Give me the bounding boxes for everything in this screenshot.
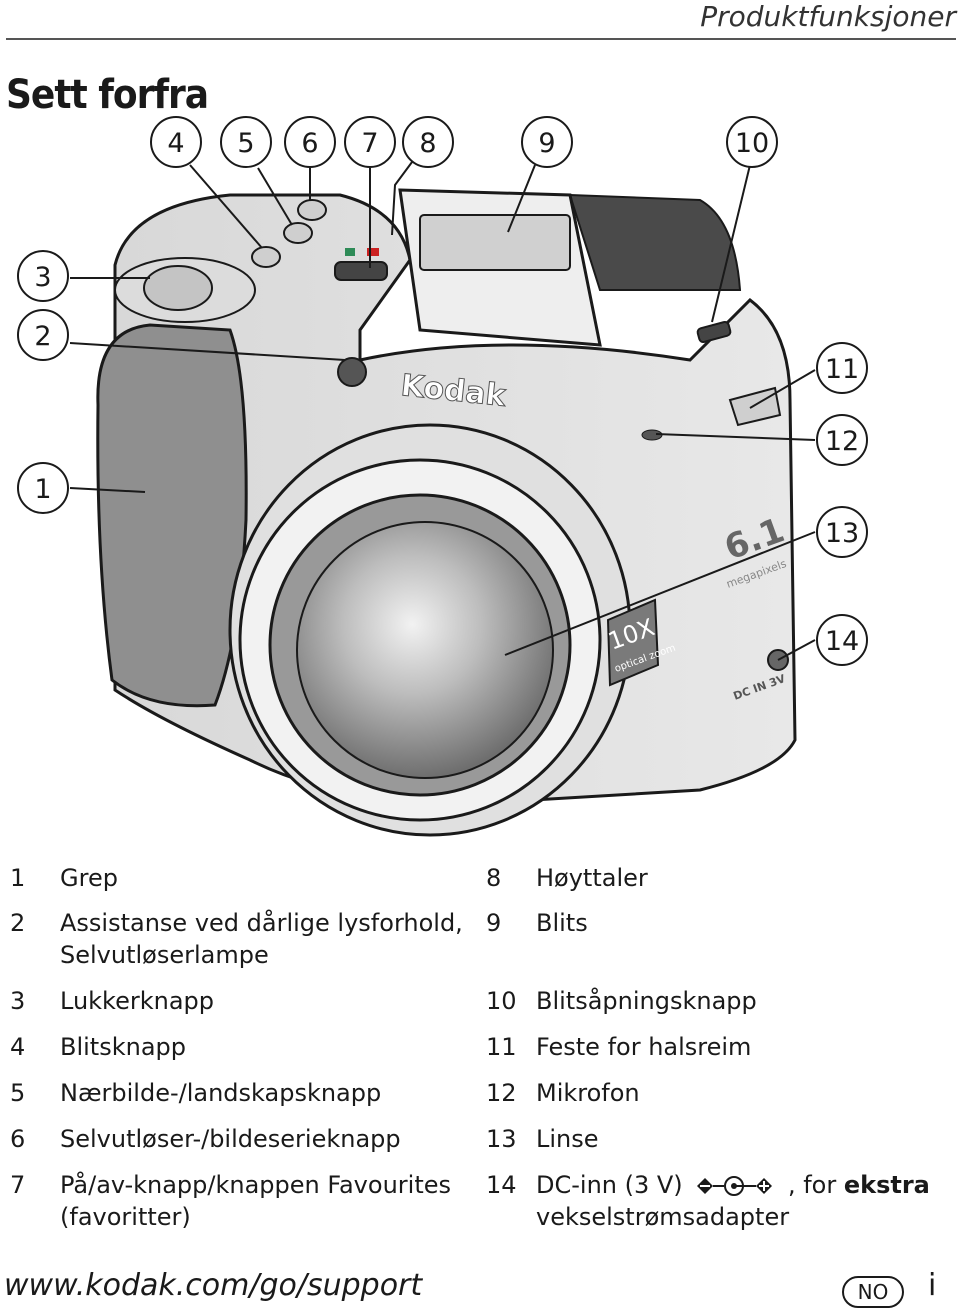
legend-num: 5	[10, 1079, 26, 1107]
legend-text: Selvutløser-/bildeserieknapp	[60, 1125, 401, 1153]
legend-text: Blits	[536, 909, 588, 937]
callout-8: 8	[402, 116, 454, 168]
grip	[96, 323, 248, 708]
legend-text: Høyttaler	[536, 864, 648, 892]
svg-text:11: 11	[825, 354, 859, 385]
legend-num: 3	[10, 987, 26, 1015]
callout-9: 9	[521, 116, 573, 168]
legend-item-8: 8 Høyttaler	[486, 862, 956, 894]
callout-5: 5	[220, 116, 272, 168]
closeup-landscape-button[interactable]	[283, 222, 313, 244]
legend-text: Feste for halsreim	[536, 1033, 752, 1061]
legend-text: Blitsknapp	[60, 1033, 186, 1061]
legend-item-11: 11 Feste for halsreim	[486, 1031, 956, 1063]
legend-text-line2: vekselstrømsadapter	[536, 1203, 790, 1231]
legend-item-2: 2 Assistanse ved dårlige lysforhold, Sel…	[10, 907, 463, 971]
legend-text: Grep	[60, 864, 118, 892]
legend-item-9: 9 Blits	[486, 907, 956, 939]
svg-text:4: 4	[167, 128, 184, 159]
legend-text: Blitsåpningsknapp	[536, 987, 757, 1015]
callout-14: 14	[816, 614, 868, 666]
legend-num: 6	[10, 1125, 26, 1153]
legend-item-5: 5 Nærbilde-/landskapsknapp	[10, 1077, 450, 1109]
lens	[296, 521, 554, 779]
legend-num: 8	[486, 864, 502, 892]
shutter-button[interactable]	[143, 265, 213, 311]
legend-item-12: 12 Mikrofon	[486, 1077, 956, 1109]
legend-item-1: 1 Grep	[10, 862, 450, 894]
legend-num: 13	[486, 1125, 517, 1153]
svg-text:12: 12	[825, 426, 859, 457]
legend-num: 14	[486, 1171, 517, 1199]
legend-num: 1	[10, 864, 26, 892]
legend-num: 7	[10, 1171, 26, 1199]
legend-text: Lukkerknapp	[60, 987, 215, 1015]
legend-item-3: 3 Lukkerknapp	[10, 985, 450, 1017]
callout-6: 6	[284, 116, 336, 168]
legend-text: Assistanse ved dårlige lysforhold,	[60, 909, 463, 937]
callout-7: 7	[344, 116, 396, 168]
callout-12: 12	[816, 414, 868, 466]
legend-num: 11	[486, 1033, 517, 1061]
svg-text:10: 10	[735, 128, 769, 159]
legend-num: 9	[486, 909, 502, 937]
power-switch[interactable]	[334, 261, 388, 281]
callout-11: 11	[816, 342, 868, 394]
legend-item-7: 7 På/av-knapp/knappen Favourites (favori…	[10, 1169, 451, 1233]
svg-text:8: 8	[419, 128, 436, 159]
legend-text-line2: (favoritter)	[60, 1203, 191, 1231]
legend-item-13: 13 Linse	[486, 1123, 956, 1155]
callout-1: 1	[17, 462, 69, 514]
legend-item-14: 14 DC-inn (3 V) , for ekstra vekselstrøm…	[486, 1169, 956, 1233]
svg-text:9: 9	[538, 128, 555, 159]
legend-text: DC-inn (3 V) , for ekstra	[536, 1169, 930, 1201]
section-header: Produktfunksjoner	[700, 0, 956, 33]
svg-text:5: 5	[237, 128, 254, 159]
svg-text:3: 3	[34, 262, 51, 293]
legend-num: 4	[10, 1033, 26, 1061]
svg-text:6: 6	[301, 128, 318, 159]
svg-text:14: 14	[825, 626, 859, 657]
svg-text:2: 2	[34, 321, 51, 352]
legend-text: Linse	[536, 1125, 599, 1153]
callout-4: 4	[150, 116, 202, 168]
page-number: i	[928, 1268, 937, 1303]
legend-text: Nærbilde-/landskapsknapp	[60, 1079, 382, 1107]
leader-lines	[69, 157, 816, 661]
legend-num: 12	[486, 1079, 517, 1107]
legend-text: På/av-knapp/knappen Favourites	[60, 1171, 451, 1199]
svg-text:13: 13	[825, 518, 859, 549]
callout-2: 2	[17, 309, 69, 361]
legend-text: Mikrofon	[536, 1079, 640, 1107]
flash-button[interactable]	[251, 246, 281, 268]
legend-item-10: 10 Blitsåpningsknapp	[486, 985, 956, 1017]
legend-num: 10	[486, 987, 517, 1015]
callout-10: 10	[726, 116, 778, 168]
header-rule	[6, 38, 956, 40]
legend-text-a: DC-inn (3 V)	[536, 1171, 683, 1199]
legend-text-line2: Selvutløserlampe	[60, 941, 269, 969]
legend-text-bold: ekstra	[843, 1171, 930, 1199]
af-assist-lamp	[337, 357, 367, 387]
page-title: Sett forfra	[6, 72, 209, 118]
callout-13: 13	[816, 506, 868, 558]
legend-text-b: , for	[787, 1171, 844, 1199]
svg-text:1: 1	[34, 474, 51, 505]
callouts: 1 2 3 4 5 6 7 8 9 10 11 12 13 14	[17, 116, 868, 666]
legend-item-6: 6 Selvutløser-/bildeserieknapp	[10, 1123, 450, 1155]
legend-num: 2	[10, 909, 26, 937]
camera-body	[96, 188, 797, 837]
dc-polarity-icon	[697, 1176, 773, 1196]
legend-item-4: 4 Blitsknapp	[10, 1031, 450, 1063]
callout-3: 3	[17, 250, 69, 302]
support-link[interactable]: www.kodak.com/go/support	[4, 1268, 423, 1303]
camera-diagram: Kodak 10X optical zoom 6.1 megapixels DC…	[17, 116, 868, 837]
svg-text:7: 7	[361, 128, 378, 159]
language-badge: NO	[842, 1276, 904, 1308]
selftimer-burst-button[interactable]	[297, 199, 327, 221]
flash-release[interactable]	[696, 320, 732, 344]
